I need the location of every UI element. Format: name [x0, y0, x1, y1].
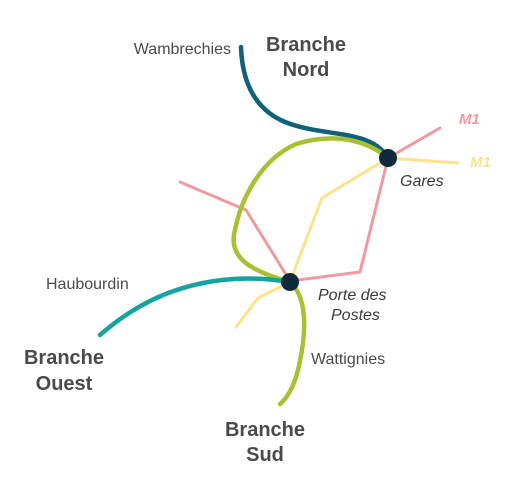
metro-label-m1-pink: M1: [459, 111, 480, 128]
branch-ouest-line: [97, 276, 293, 338]
metro-line-m1-pink: [178, 126, 442, 283]
branch-label-sud-2: Sud: [246, 444, 284, 466]
metro-label-m1-yellow: M1: [470, 154, 491, 171]
place-label-wambrechies: Wambrechies: [134, 41, 231, 58]
place-label-haubourdin: Haubourdin: [46, 276, 129, 293]
station-node-porte-des-postes: [281, 273, 299, 291]
branch-nord-line: [238, 44, 391, 161]
branch-sud-line: [277, 279, 307, 407]
branch-label-nord-1: Branche: [266, 34, 346, 56]
station-label-gares: Gares: [400, 173, 444, 190]
branch-label-sud-1: Branche: [225, 419, 305, 441]
place-label-wattignies: Wattignies: [311, 351, 385, 368]
station-label-porte-line1: Porte des: [318, 287, 386, 304]
station-node-gares: [379, 149, 397, 167]
branch-label-ouest-1: Branche: [24, 347, 104, 369]
metro-line-m1-yellow: [234, 156, 460, 329]
branch-label-nord-2: Nord: [283, 59, 330, 81]
branch-label-ouest-2: Ouest: [36, 373, 93, 395]
branch-sud-loop: [231, 136, 391, 285]
station-label-porte-line2: Postes: [331, 307, 380, 324]
